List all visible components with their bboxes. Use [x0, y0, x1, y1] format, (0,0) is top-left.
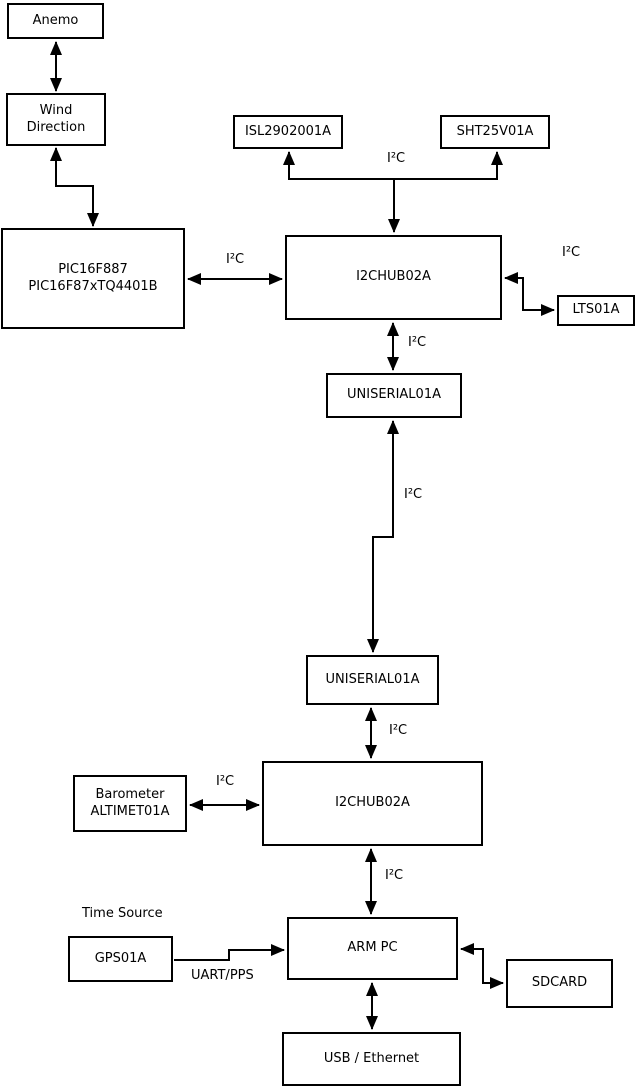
block-anemo-label: Anemo — [32, 12, 79, 28]
block-barometer-label-line2: ALTIMET01A — [90, 803, 170, 819]
block-usb-ethernet: USB / Ethernet — [282, 1032, 461, 1086]
edge-label-i2c-pic-hub: I²C — [226, 252, 245, 267]
block-isl2902001a-label: ISL2902001A — [244, 123, 332, 139]
block-sht25v01a-label: SHT25V01A — [456, 123, 534, 139]
connector-winddirection-pic — [50, 147, 99, 227]
edge-label-i2c-barometer-hub2: I²C — [216, 774, 235, 789]
edge-label-i2c-hub2-armpc: I²C — [385, 868, 404, 883]
block-i2c-hub-bottom-label: I2CHUB02A — [335, 795, 410, 811]
block-barometer: Barometer ALTIMET01A — [73, 775, 187, 832]
block-pic-label-line1: PIC16F887 — [58, 261, 128, 277]
block-gps01a-label: GPS01A — [94, 950, 147, 966]
block-i2c-hub-top-label: I2CHUB02A — [356, 269, 431, 285]
block-wind-direction-label-line2: Direction — [26, 119, 86, 135]
edge-label-time-source: Time Source — [82, 906, 163, 921]
edge-label-i2c-uniserial-hub2: I²C — [389, 723, 408, 738]
block-sdcard-label: SDCARD — [531, 975, 588, 991]
block-isl2902001a: ISL2902001A — [233, 115, 343, 149]
block-pic-label-line2: PIC16F87xTQ4401B — [28, 278, 158, 294]
block-sdcard: SDCARD — [506, 959, 613, 1008]
block-arm-pc-label: ARM PC — [347, 940, 398, 956]
block-i2c-hub-bottom: I2CHUB02A — [262, 761, 483, 846]
block-i2c-hub-top: I2CHUB02A — [285, 235, 502, 320]
block-lts01a-label: LTS01A — [572, 302, 620, 318]
block-barometer-label-line1: Barometer — [95, 786, 165, 802]
block-uniserial-top: UNISERIAL01A — [326, 373, 462, 418]
edge-label-i2c-uniserial-link: I²C — [404, 487, 423, 502]
block-lts01a: LTS01A — [557, 295, 635, 326]
edge-label-uart-pps: UART/PPS — [191, 968, 254, 983]
block-arm-pc: ARM PC — [287, 917, 458, 980]
block-anemo: Anemo — [7, 3, 104, 39]
connector-hub1-lts — [504, 272, 555, 316]
block-wind-direction: Wind Direction — [6, 93, 106, 146]
edge-label-i2c-top-split: I²C — [387, 151, 406, 166]
connector-armpc-sdcard — [460, 943, 504, 989]
block-wind-direction-label-line1: Wind — [39, 102, 73, 118]
block-uniserial-bottom-label: UNISERIAL01A — [325, 671, 420, 687]
block-sht25v01a: SHT25V01A — [440, 115, 550, 149]
block-uniserial-top-label: UNISERIAL01A — [347, 387, 441, 403]
block-gps01a: GPS01A — [68, 936, 173, 982]
edge-label-i2c-hub-lts: I²C — [562, 245, 581, 260]
edge-label-i2c-hub-uniserial: I²C — [408, 335, 427, 350]
block-pic-microcontroller: PIC16F887 PIC16F87xTQ4401B — [1, 228, 185, 329]
block-uniserial-bottom: UNISERIAL01A — [306, 655, 439, 705]
connector-uniserial1-uniserial2 — [367, 420, 399, 653]
connector-gps-armpc — [174, 944, 285, 961]
block-usb-ethernet-label: USB / Ethernet — [323, 1050, 420, 1066]
